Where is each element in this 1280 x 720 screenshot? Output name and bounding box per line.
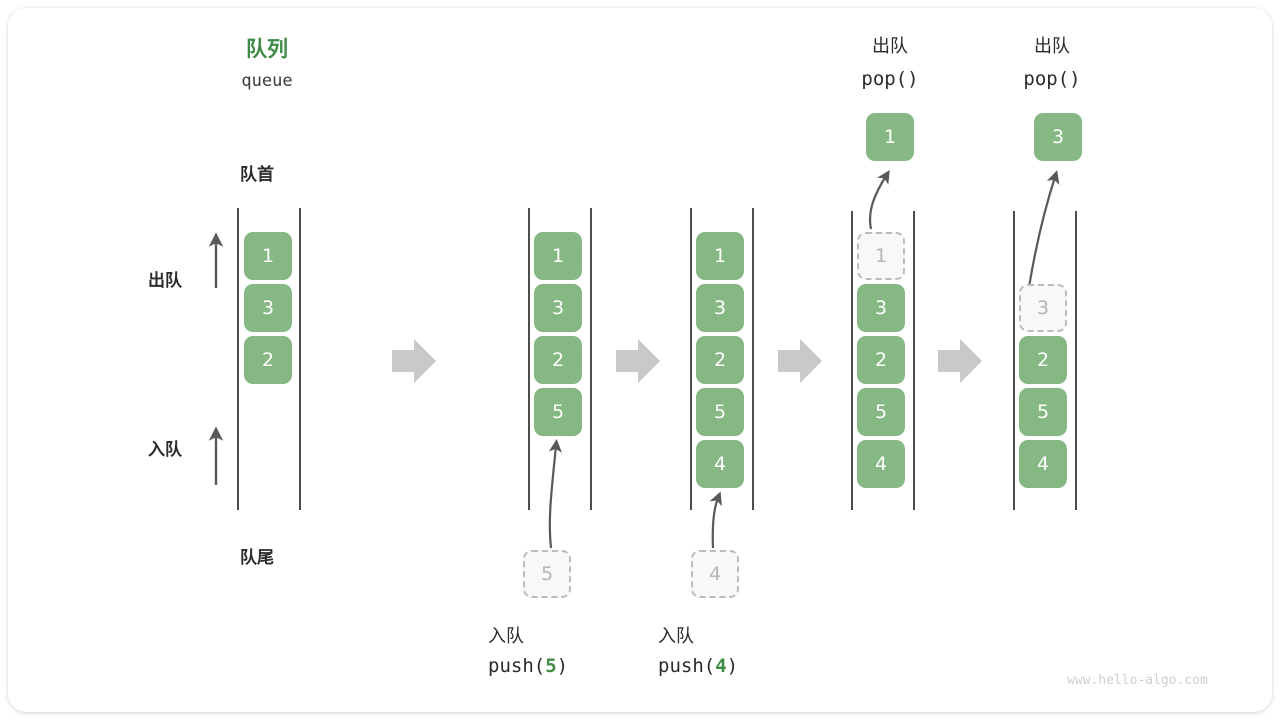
rail-left-stage-5: [1013, 211, 1015, 510]
incoming-cell-stage-3: 4: [691, 550, 739, 598]
op-code-suffix-stage-4: ): [907, 68, 919, 90]
op-code-prefix-stage-2: push(: [488, 655, 546, 677]
queue-cell: 3: [857, 284, 905, 332]
separator-arrow-4: [938, 339, 982, 383]
rail-left-stage-1: [237, 208, 239, 510]
rail-right-stage-4: [913, 211, 915, 510]
op-label-cn-stage-3: 入队: [658, 626, 694, 647]
incoming-cell-stage-2: 5: [523, 550, 571, 598]
op-label-cn-stage-4: 出队: [872, 36, 908, 57]
separator-arrow-2: [616, 339, 660, 383]
separator-arrow-1: [392, 339, 436, 383]
queue-cell: 3: [534, 284, 582, 332]
op-code-prefix-stage-5: pop(: [1023, 68, 1070, 90]
queue-cell: 5: [696, 388, 744, 436]
separator-arrow-3: [778, 339, 822, 383]
queue-cell: 5: [534, 388, 582, 436]
rail-right-stage-3: [752, 208, 754, 510]
queue-cell: 4: [696, 440, 744, 488]
queue-cell: 5: [1019, 388, 1067, 436]
op-code-suffix-stage-3: ): [726, 655, 739, 677]
op-code-suffix-stage-2: ): [556, 655, 569, 677]
rail-right-stage-1: [299, 208, 301, 510]
rail-right-stage-5: [1075, 211, 1077, 510]
op-label-cn-stage-2: 入队: [488, 626, 524, 647]
queue-cell: 1: [857, 232, 905, 280]
queue-cell: 2: [534, 336, 582, 384]
queue-title-en: queue: [241, 71, 293, 91]
queue-cell: 4: [1019, 440, 1067, 488]
op-code-arg-stage-2: 5: [545, 655, 557, 677]
queue-cell: 2: [244, 336, 292, 384]
watermark: www.hello-algo.com: [1067, 673, 1208, 688]
op-code-stage-4: pop(): [820, 68, 960, 90]
popped-cell-stage-5: 3: [1034, 113, 1082, 161]
op-code-arg-stage-3: 4: [715, 655, 727, 677]
enqueue-side-label: 入队: [148, 440, 182, 460]
queue-cell: 3: [1019, 284, 1067, 332]
rail-right-stage-2: [590, 208, 592, 510]
op-code-suffix-stage-5: ): [1069, 68, 1081, 90]
op-code-stage-2: push(5): [488, 655, 678, 677]
queue-cell: 3: [696, 284, 744, 332]
queue-cell: 2: [696, 336, 744, 384]
queue-cell: 5: [857, 388, 905, 436]
front-label: 队首: [240, 165, 274, 185]
queue-cell: 3: [244, 284, 292, 332]
op-code-stage-3: push(4): [658, 655, 848, 677]
op-label-cn-stage-5: 出队: [1034, 36, 1070, 57]
queue-cell: 1: [244, 232, 292, 280]
queue-title-cn: 队列: [246, 37, 288, 61]
rail-left-stage-4: [851, 211, 853, 510]
queue-cell: 2: [1019, 336, 1067, 384]
queue-cell: 2: [857, 336, 905, 384]
op-code-prefix-stage-4: pop(: [861, 68, 908, 90]
rail-left-stage-3: [690, 208, 692, 510]
queue-cell: 1: [696, 232, 744, 280]
dequeue-side-label: 出队: [148, 271, 182, 291]
popped-cell-stage-4: 1: [866, 113, 914, 161]
rail-left-stage-2: [528, 208, 530, 510]
op-code-stage-5: pop(): [982, 68, 1122, 90]
rear-label: 队尾: [240, 548, 274, 568]
queue-cell: 1: [534, 232, 582, 280]
op-code-prefix-stage-3: push(: [658, 655, 716, 677]
queue-cell: 4: [857, 440, 905, 488]
